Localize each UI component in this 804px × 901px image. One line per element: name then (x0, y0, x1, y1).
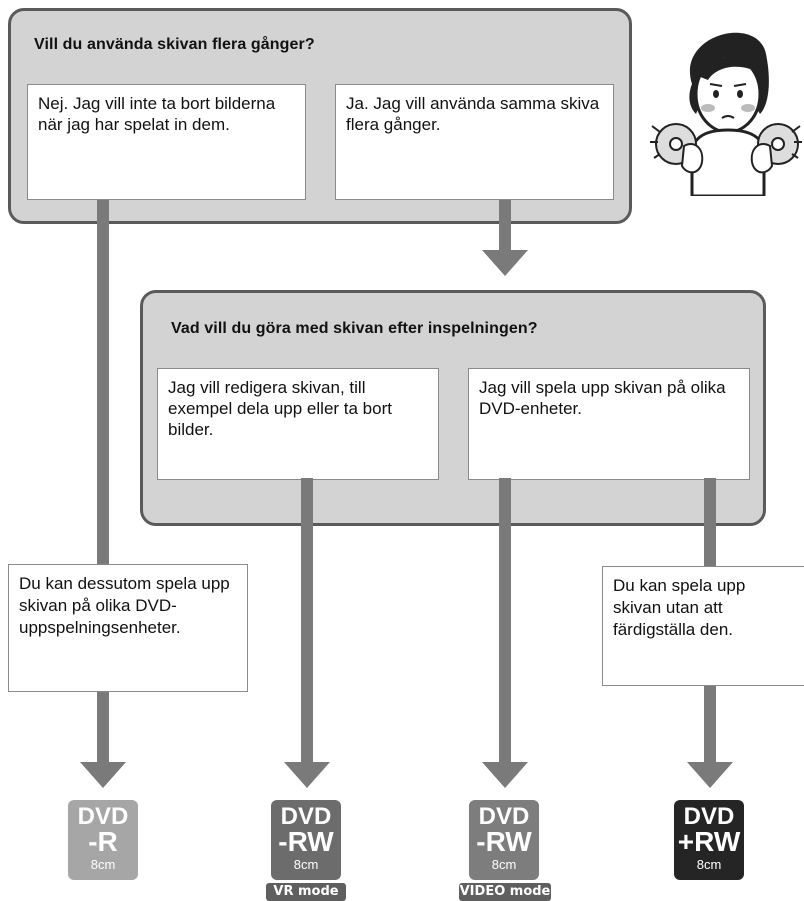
connector-yes-stem (499, 200, 511, 250)
connector-play-plus-arrowhead (687, 762, 733, 788)
badge-dvd-rw-vr-line1: DVD (280, 803, 332, 830)
badge-dvd-rw-vr: DVD -RW 8cm (271, 800, 341, 880)
badge-dvd-r-size: 8cm (90, 857, 116, 872)
answer-edit-box: Jag vill redigera skivan, till exempel d… (157, 368, 439, 480)
mode-label-video: VIDEO mode (459, 883, 551, 901)
answer-no-box: Nej. Jag vill inte ta bort bilderna när … (27, 84, 306, 200)
badge-dvd-rw-video-size: 8cm (491, 857, 517, 872)
question-reuse-title: Vill du använda skivan flera gånger? (34, 36, 315, 53)
badge-dvd-plus-rw-size: 8cm (696, 857, 722, 872)
question-after-recording-title: Vad vill du göra med skivan efter inspel… (171, 320, 538, 337)
badge-dvd-rw-video-line1: DVD (478, 803, 530, 830)
note-dvd-plus-rw: Du kan spela upp skivan utan att färdigs… (602, 566, 804, 686)
answer-yes-box: Ja. Jag vill använda samma skiva flera g… (335, 84, 614, 200)
person-holding-discs-icon (650, 32, 802, 196)
badge-dvd-r: DVD -R 8cm (68, 800, 138, 880)
badge-dvd-plus-rw-line2: +RW (677, 826, 741, 857)
badge-dvd-plus-rw: DVD +RW 8cm (674, 800, 744, 880)
badge-dvd-rw-vr-size: 8cm (293, 857, 319, 872)
answer-play-box: Jag vill spela upp skivan på olika DVD-e… (468, 368, 750, 480)
connector-yes-arrowhead (482, 250, 528, 276)
mode-label-vr: VR mode (266, 883, 346, 901)
badge-dvd-plus-rw-line1: DVD (683, 803, 735, 830)
badge-dvd-rw-vr-line2: -RW (278, 826, 334, 857)
connector-edit-arrowhead (284, 762, 330, 788)
badge-dvd-r-line2: -R (88, 826, 118, 857)
badge-dvd-rw-video-line2: -RW (476, 826, 532, 857)
badge-dvd-r-line1: DVD (77, 803, 129, 830)
connector-play-video-arrowhead (482, 762, 528, 788)
note-dvd-r: Du kan dessutom spela upp skivan på olik… (8, 564, 248, 692)
badge-dvd-rw-video: DVD -RW 8cm (469, 800, 539, 880)
connector-play-video-stem (499, 478, 511, 766)
connector-no-arrowhead (80, 762, 126, 788)
connector-edit-stem (301, 478, 313, 766)
